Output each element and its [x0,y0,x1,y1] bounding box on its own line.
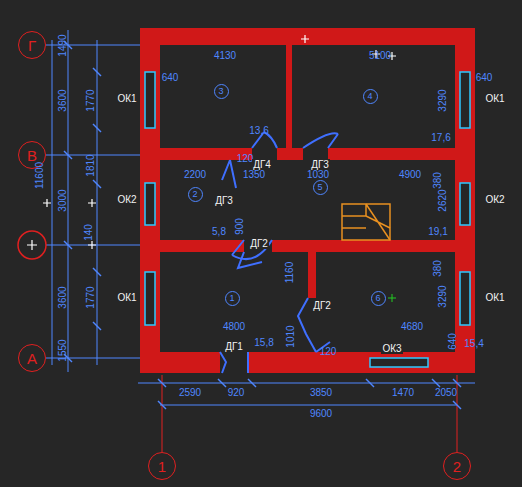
node-text: 6 [375,293,380,303]
dimension-text: 640 [476,72,493,83]
node-text: 1 [229,293,234,303]
dimension-text: 640 [447,333,458,350]
dimension-text: 120 [320,346,337,357]
room-number: 3 [214,84,229,99]
node-text: 5 [317,182,322,192]
node-text: 3 [218,86,223,96]
dimension-text: 3600 [57,286,68,308]
dimension-text: 1770 [85,89,96,111]
node-text: В [27,147,37,164]
dimension-text: 1470 [392,387,414,398]
dimension-text: 5,8 [212,226,226,237]
dimension-text: 2050 [435,387,457,398]
dimension-text: 380 [432,172,443,189]
dimension-text: 4130 [214,50,236,61]
element-mark: ОК2 [116,194,137,205]
element-mark: ОК1 [484,292,505,303]
element-mark: ДГ2 [249,238,269,249]
room-number: 2 [188,187,203,202]
dimension-text: 19,1 [428,226,447,237]
dimension-text: 11600 [34,161,45,188]
node-text: 1 [158,458,166,475]
element-mark: ДГ3 [214,195,234,206]
element-mark: ДГ2 [312,300,332,311]
dimension-text: 4900 [399,169,421,180]
dimension-text: 1010 [285,325,296,347]
dimension-text: 17,6 [431,132,450,143]
dimension-text: 5100 [369,50,391,61]
dimension-text: 4680 [401,321,423,332]
element-mark: ОК1 [116,292,137,303]
element-mark: ОК2 [484,194,505,205]
dimension-text: 3290 [437,89,448,111]
node-text: 2 [453,458,461,475]
node-text: 4 [367,91,372,101]
dimension-text: 1550 [57,339,68,361]
dimension-text: 120 [237,153,254,164]
dimension-text: 15,4 [464,338,483,349]
element-mark: ОК1 [484,93,505,104]
axis-bubble: 2 [443,452,471,480]
dimension-text: 140 [83,224,94,241]
dimension-text: 1030 [307,169,329,180]
room-number: 1 [225,291,240,306]
dimension-text: 920 [228,387,245,398]
dimension-text: 1350 [243,169,265,180]
dimension-text: 1770 [85,286,96,308]
room-number: 4 [363,89,378,104]
dimension-text: 4800 [223,321,245,332]
dimension-text: 2200 [184,169,206,180]
axis-bubble: Г [18,31,46,59]
dimension-text: 9600 [310,408,332,419]
element-mark: ОК3 [381,343,402,354]
dimension-text: 2590 [179,387,201,398]
dimension-text: 640 [162,72,179,83]
room-number: 5 [313,180,328,195]
dimension-text: 15,8 [254,337,273,348]
dimension-text: 3290 [437,285,448,307]
dimension-text: 3850 [310,387,332,398]
node-text: Г [28,37,36,54]
dimension-text: 1490 [57,34,68,56]
dimension-text: 1160 [284,261,295,283]
element-mark: ДГ4 [252,159,272,170]
axis-bubble: А [18,344,46,372]
room-number: 6 [371,291,386,306]
element-mark: ДГ3 [310,159,330,170]
dimension-text: 3600 [57,89,68,111]
dimension-text: 900 [234,218,245,235]
dimension-text: 380 [432,260,443,277]
dimension-text: 13,6 [249,125,268,136]
node-text: А [27,350,37,367]
dimension-text: 2620 [437,189,448,211]
element-mark: ДГ1 [224,341,244,352]
dimension-text: 1810 [85,154,96,176]
node-text: 2 [192,189,197,199]
dimension-text: 3000 [57,189,68,211]
element-mark: ОК1 [116,93,137,104]
axis-bubble: 1 [148,452,176,480]
